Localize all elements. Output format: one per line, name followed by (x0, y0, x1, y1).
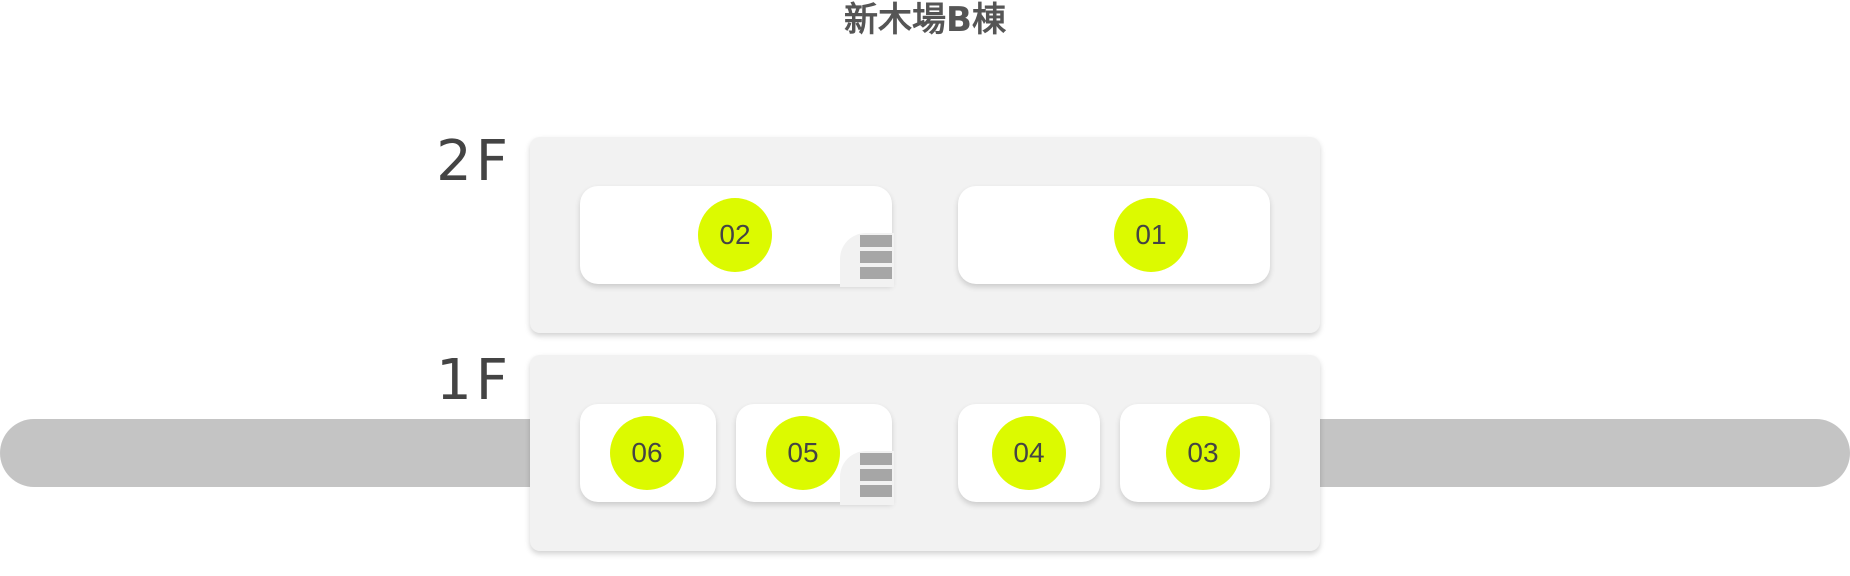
room-number-badge: 06 (610, 416, 684, 490)
room-number-badge: 05 (766, 416, 840, 490)
stairs-icon (860, 235, 892, 283)
room-number-badge: 04 (992, 416, 1066, 490)
building-title: 新木場B棟 (844, 0, 1006, 40)
room-number-badge: 02 (698, 198, 772, 272)
room-number-badge: 01 (1114, 198, 1188, 272)
floor-label-1f: 1F (436, 348, 512, 413)
room-06[interactable]: 06 (580, 404, 716, 502)
room-03[interactable]: 03 (1120, 404, 1270, 502)
floor-2f: 02 01 (530, 137, 1320, 333)
room-number-badge: 03 (1166, 416, 1240, 490)
room-04[interactable]: 04 (958, 404, 1100, 502)
stairs-icon (860, 453, 892, 501)
floor-1f: 06 05 04 03 (530, 355, 1320, 551)
room-01[interactable]: 01 (958, 186, 1270, 284)
floor-label-2f: 2F (436, 129, 512, 194)
